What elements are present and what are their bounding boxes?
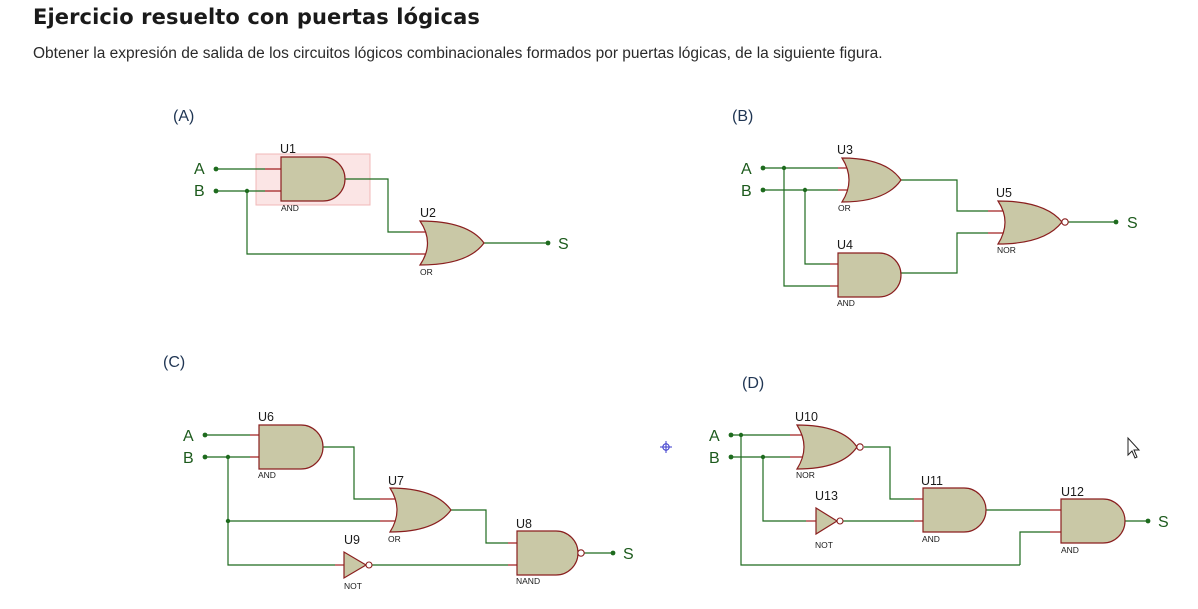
or-gate-icon [388, 487, 452, 533]
and-gate-icon [1060, 498, 1126, 544]
circuit-b-output: S [1127, 215, 1138, 232]
gate-u11-ref: U11 [921, 474, 943, 488]
gate-u2-ref: U2 [420, 206, 436, 220]
and-gate-icon [837, 252, 902, 298]
gate-u13-ref: U13 [815, 489, 838, 503]
gate-u7-type: OR [388, 534, 401, 544]
circuit-a-junction [244, 188, 250, 194]
gate-u8-ref: U8 [516, 517, 532, 531]
circuit-c-junction-2 [225, 518, 231, 524]
circuit-d-output: S [1158, 514, 1169, 531]
circuit-a-terminal-s [545, 240, 551, 246]
gate-u6-type: AND [258, 470, 276, 480]
circuit-c-label: (C) [163, 354, 185, 371]
circuit-b-input-b: B [741, 183, 752, 200]
and-gate-icon [258, 424, 324, 470]
circuit-a-wires [216, 168, 548, 255]
gate-u4-type: AND [837, 298, 855, 308]
gate-u3-type: OR [838, 203, 851, 213]
gate-u12[interactable] [1050, 498, 1126, 544]
circuit-d-input-a: A [709, 428, 720, 445]
circuit-b-wires [763, 167, 1116, 287]
gate-u8-type: NAND [516, 576, 540, 586]
circuit-c-junction-1 [225, 454, 231, 460]
gate-u9[interactable] [335, 550, 373, 580]
circuit-a-input-a: A [194, 161, 205, 178]
circuit-c-output: S [623, 546, 634, 563]
gate-u10[interactable] [790, 424, 864, 470]
gate-u1[interactable] [265, 156, 346, 202]
gate-u2[interactable] [410, 220, 485, 266]
gate-u2-type: OR [420, 267, 433, 277]
gate-u9-ref: U9 [344, 533, 360, 547]
and-gate-icon [922, 487, 987, 533]
gate-u5-type: NOR [997, 245, 1016, 255]
circuit-d-input-b: B [709, 450, 720, 467]
gate-u3-ref: U3 [837, 143, 853, 157]
crosshair-icon [660, 441, 672, 453]
page-title: Ejercicio resuelto con puertas lógicas [33, 5, 480, 29]
circuit-c-terminal-s [610, 550, 616, 556]
gate-u7[interactable] [380, 487, 452, 533]
circuit-a-input-b: B [194, 183, 205, 200]
circuit-d: (D) A B U10 NOR U13 NOT U11 AND [709, 375, 1169, 566]
circuit-a: (A) A B U1 AND U2 OR S [173, 108, 569, 277]
nor-gate-icon [795, 424, 858, 470]
circuit-b: (B) A B U3 OR U4 AND U5 NOR S [732, 108, 1138, 308]
gate-u12-type: AND [1061, 545, 1079, 555]
gate-u3[interactable] [838, 157, 902, 203]
circuit-c-terminal-b [202, 454, 208, 460]
gate-u5[interactable] [988, 200, 1069, 245]
or-gate-icon [840, 157, 902, 203]
circuit-b-terminal-b [760, 187, 766, 193]
circuit-b-terminal-a [760, 165, 766, 171]
gate-u4[interactable] [830, 252, 902, 298]
circuit-d-label: (D) [742, 375, 764, 392]
circuit-b-junction-b [802, 187, 808, 193]
or-gate-icon [418, 220, 485, 266]
gate-u6-ref: U6 [258, 410, 274, 424]
nor-gate-icon [996, 200, 1063, 245]
circuit-b-terminal-s [1113, 219, 1119, 225]
gate-u6[interactable] [250, 424, 324, 470]
page-subtitle: Obtener la expresión de salida de los ci… [33, 45, 883, 62]
and-gate-icon [280, 156, 346, 202]
circuit-a-terminal-a [213, 166, 219, 172]
circuit-d-junction-b [760, 454, 766, 460]
gate-u7-ref: U7 [388, 474, 404, 488]
circuit-a-terminal-b [213, 188, 219, 194]
circuit-a-output: S [558, 236, 569, 253]
circuit-d-wires [731, 434, 1148, 566]
not-gate-icon [815, 506, 839, 536]
circuit-d-junction-a [738, 432, 744, 438]
gate-u1-ref: U1 [280, 142, 296, 156]
nand-gate-icon [516, 530, 579, 576]
gate-u13-type: NOT [815, 540, 833, 550]
not-gate-icon [343, 550, 368, 580]
circuit-a-label: (A) [173, 108, 194, 125]
gate-u10-type: NOR [796, 470, 815, 480]
gate-u11-type: AND [922, 534, 940, 544]
gate-u10-ref: U10 [795, 410, 818, 424]
circuit-d-terminal-b [728, 454, 734, 460]
circuit-c-input-b: B [183, 450, 194, 467]
circuit-c: (C) A B U6 AND U7 OR U9 NOT [163, 354, 634, 591]
circuit-b-junction-a [781, 165, 787, 171]
circuit-c-input-a: A [183, 428, 194, 445]
gate-u11[interactable] [914, 487, 987, 533]
circuit-b-input-a: A [741, 161, 752, 178]
gate-u13[interactable] [806, 506, 844, 536]
gate-u1-type: AND [281, 203, 299, 213]
mouse-pointer-icon [1127, 436, 1141, 459]
circuit-b-label: (B) [732, 108, 753, 125]
circuit-c-terminal-a [202, 432, 208, 438]
gate-u4-ref: U4 [837, 238, 853, 252]
circuit-d-terminal-s [1145, 518, 1151, 524]
gate-u12-ref: U12 [1061, 485, 1084, 499]
gate-u8[interactable] [508, 530, 585, 576]
gate-u9-type: NOT [344, 581, 362, 591]
circuit-d-terminal-a [728, 432, 734, 438]
gate-u5-ref: U5 [996, 186, 1012, 200]
